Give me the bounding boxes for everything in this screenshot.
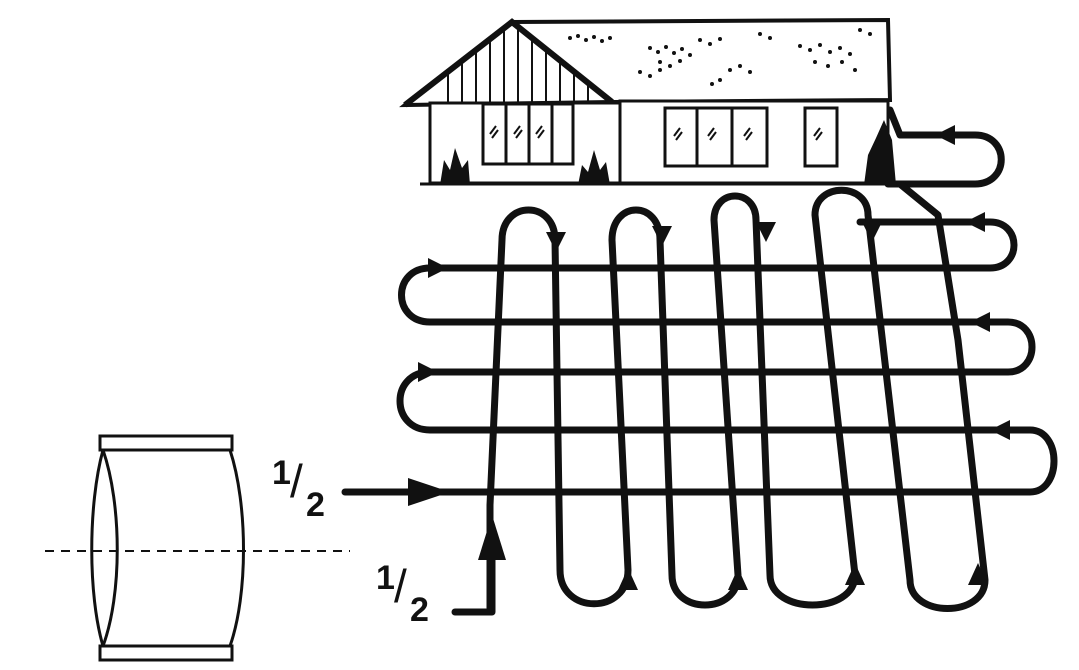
label-slash: /	[394, 560, 407, 612]
horizontal-pipe-run	[341, 218, 1058, 496]
gable-boards	[447, 27, 589, 104]
flow-direction-arrows	[408, 125, 1010, 590]
house-return-pipe	[884, 106, 1005, 188]
label-slash: /	[290, 455, 303, 507]
house-roof	[399, 17, 893, 108]
house-illustration	[399, 17, 900, 186]
label-denominator: 2	[410, 591, 429, 629]
label-numerator: 1	[376, 559, 395, 597]
coupling-body	[90, 448, 245, 648]
house-wall-right	[618, 99, 890, 185]
house-shrubs	[440, 120, 896, 185]
label-numerator: 1	[272, 454, 291, 492]
horizontal-inlet-arrow	[408, 478, 450, 506]
pipe-coupling-fitting	[45, 434, 350, 662]
horizontal-run-size-label: 1 / 2	[268, 450, 338, 530]
vertical-pipe-run	[486, 180, 989, 612]
vertical-inlet-arrow	[478, 515, 506, 560]
roof-shingle-texture	[568, 28, 872, 86]
coupling-top-band	[98, 434, 234, 452]
coupling-bottom-band	[98, 644, 234, 662]
vertical-run-size-label: 1 / 2	[372, 555, 442, 635]
label-denominator: 2	[306, 486, 325, 524]
house-windows	[481, 102, 839, 168]
coupling-end-face	[101, 449, 119, 647]
window-reflections	[489, 125, 823, 141]
